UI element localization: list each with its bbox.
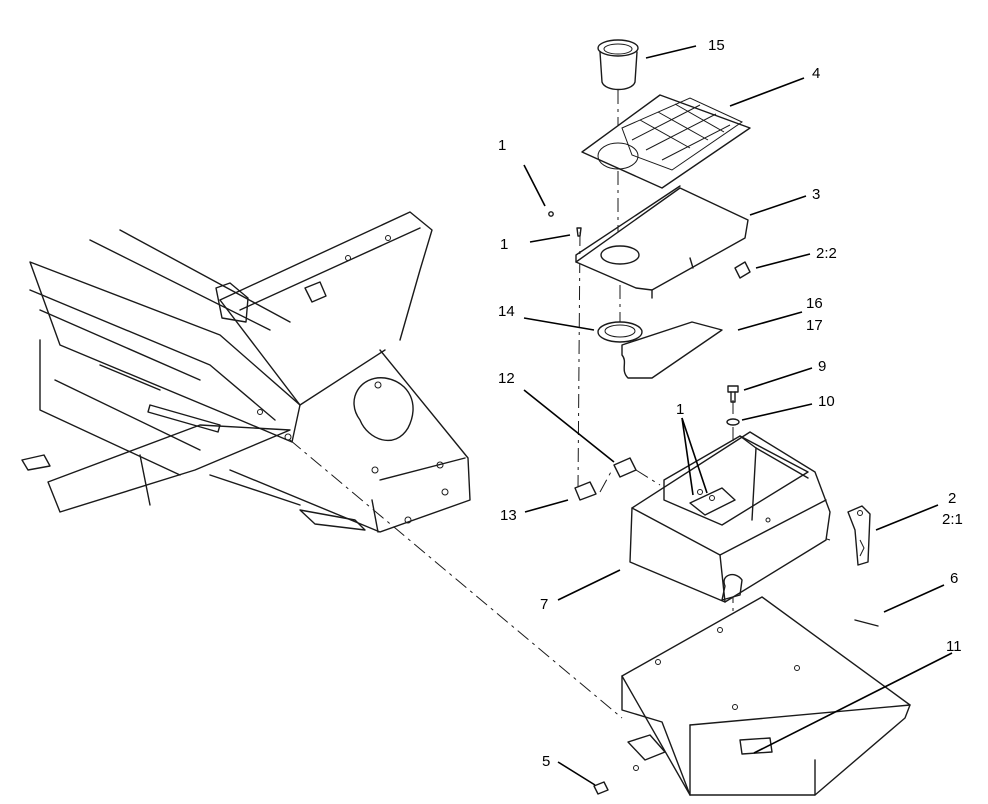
leader-lines — [523, 45, 953, 786]
callout-4: 4 — [812, 65, 820, 82]
callout-2-2: 2:2 — [816, 245, 837, 262]
callout-9: 9 — [818, 358, 826, 375]
part-13-connector — [574, 481, 597, 501]
part-3-cover-plate — [575, 185, 749, 299]
callout-3: 3 — [812, 186, 820, 203]
part-1-screws-top — [548, 211, 582, 237]
part-5-bolt — [593, 781, 609, 795]
part-2-2-clip — [734, 261, 751, 279]
part-9-bolt — [727, 385, 739, 403]
callout-10: 10 — [818, 393, 835, 410]
part-2-latch — [847, 505, 871, 566]
callout-1-top: 1 — [498, 137, 506, 154]
part-11-base-pan — [621, 596, 911, 796]
callout-labels: 15 4 1 1 3 2:2 14 16 17 9 12 10 1 2 2:1 … — [498, 37, 963, 770]
callout-1-lower: 1 — [676, 401, 684, 418]
callout-12: 12 — [498, 370, 515, 387]
part-12-connector — [613, 457, 637, 478]
callout-14: 14 — [498, 303, 515, 320]
callout-11: 11 — [946, 638, 962, 655]
part-7-console-housing — [629, 431, 831, 603]
callout-2: 2 — [948, 490, 956, 507]
part-14-gasket-ring — [597, 321, 643, 343]
callout-5: 5 — [542, 753, 550, 770]
part-10-washer — [726, 418, 740, 426]
callout-7: 7 — [540, 596, 548, 613]
callout-1-mid: 1 — [500, 236, 508, 253]
callout-16: 16 — [806, 295, 823, 312]
callout-17: 17 — [806, 317, 823, 334]
callout-2-1: 2:1 — [942, 511, 963, 528]
part-15-cup-holder — [597, 39, 639, 91]
callout-13: 13 — [500, 507, 517, 524]
part-16-17-panel — [621, 321, 723, 379]
callout-6: 6 — [950, 570, 958, 587]
callout-15: 15 — [708, 37, 725, 54]
part-6-pin — [854, 619, 879, 627]
part-4-decal — [581, 94, 751, 189]
tractor-frame — [21, 211, 471, 533]
